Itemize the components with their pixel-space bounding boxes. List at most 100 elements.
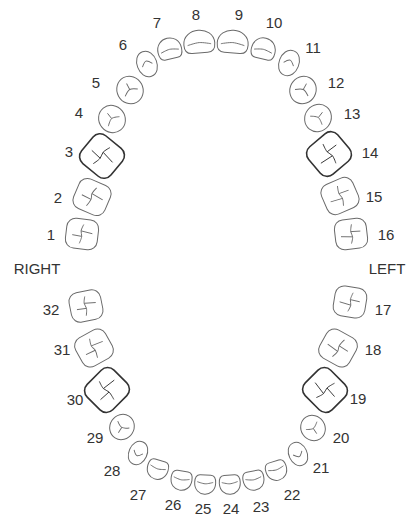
tooth-groove xyxy=(91,194,103,200)
tooth-groove xyxy=(348,292,353,311)
tooth-groove xyxy=(102,152,114,162)
tooth-outline xyxy=(81,364,133,416)
tooth-outline xyxy=(332,285,368,320)
tooth-outline xyxy=(217,29,250,54)
tooth xyxy=(299,364,351,416)
tooth-groove xyxy=(127,84,130,90)
tooth-groove xyxy=(316,381,334,399)
tooth xyxy=(332,285,368,320)
tooth-groove xyxy=(339,302,351,305)
tooth xyxy=(155,36,183,62)
tooth-groove xyxy=(303,84,306,90)
tooth-outline xyxy=(169,469,193,492)
tooth-number: 19 xyxy=(350,391,367,406)
tooth-groove xyxy=(141,59,152,67)
tooth-groove xyxy=(306,422,319,432)
tooth-outline xyxy=(275,47,303,78)
tooth xyxy=(64,217,99,251)
tooth-outline xyxy=(112,72,148,109)
tooth-outline xyxy=(183,29,216,54)
tooth xyxy=(133,48,161,79)
tooth-groove xyxy=(83,296,89,315)
side-label: LEFT xyxy=(369,261,406,276)
tooth xyxy=(285,439,312,468)
tooth-outline xyxy=(71,326,116,371)
tooth-groove xyxy=(331,197,343,203)
tooth-groove xyxy=(97,381,115,399)
tooth-number: 11 xyxy=(305,40,321,55)
tooth xyxy=(333,217,368,251)
tooth-groove xyxy=(313,428,316,433)
tooth-groove xyxy=(116,421,129,431)
tooth-groove xyxy=(118,427,121,432)
tooth-outline xyxy=(264,458,290,483)
tooth-outline xyxy=(296,411,330,446)
tooth xyxy=(81,364,133,416)
tooth-outline xyxy=(242,469,266,492)
tooth xyxy=(125,438,151,467)
tooth-groove xyxy=(335,186,345,206)
tooth-groove xyxy=(86,187,96,207)
tooth xyxy=(105,410,139,445)
tooth-groove xyxy=(339,190,349,195)
tooth xyxy=(275,47,303,78)
tooth-outline xyxy=(315,326,360,371)
tooth-number: 15 xyxy=(366,189,383,204)
tooth-groove xyxy=(86,350,95,356)
tooth xyxy=(219,474,241,495)
tooth-groove xyxy=(245,477,261,482)
tooth-groove xyxy=(327,344,338,351)
tooth xyxy=(70,176,114,219)
tooth-groove xyxy=(103,379,114,390)
tooth-number: 7 xyxy=(153,15,161,30)
tooth-outline xyxy=(333,217,368,251)
tooth-groove xyxy=(107,113,111,118)
tooth-groove xyxy=(106,114,120,126)
tooth-number: 6 xyxy=(119,37,127,52)
tooth-groove xyxy=(174,477,190,481)
tooth xyxy=(242,469,266,492)
tooth-number: 23 xyxy=(253,499,270,514)
tooth xyxy=(194,474,216,494)
tooth-groove xyxy=(79,224,84,243)
tooth-groove xyxy=(123,86,138,96)
tooth-groove xyxy=(150,465,166,471)
tooth-outline xyxy=(64,217,99,251)
tooth-number: 12 xyxy=(328,75,345,90)
tooth-number: 29 xyxy=(87,430,104,445)
tooth xyxy=(71,326,116,371)
tooth xyxy=(67,288,104,324)
tooth-number: 21 xyxy=(313,460,330,475)
tooth-groove xyxy=(91,150,100,158)
tooth-groove xyxy=(72,235,82,237)
tooth-groove xyxy=(187,42,211,46)
tooth-outline xyxy=(145,457,171,482)
tooth-groove xyxy=(310,113,324,125)
tooth-groove xyxy=(314,383,325,394)
tooth xyxy=(264,458,290,483)
tooth-number: 32 xyxy=(43,302,60,317)
tooth-outline xyxy=(194,474,216,494)
tooth-outline xyxy=(299,364,351,416)
tooth xyxy=(303,128,355,180)
tooth-outline xyxy=(93,100,131,138)
tooth-groove xyxy=(82,195,92,200)
tooth xyxy=(112,72,148,109)
tooth xyxy=(169,469,193,492)
tooth-number: 16 xyxy=(378,227,395,242)
tooth xyxy=(76,130,128,182)
tooth-outline xyxy=(76,130,128,182)
tooth-groove xyxy=(321,144,338,163)
tooth-groove xyxy=(268,466,284,473)
tooth-groove xyxy=(81,231,93,234)
tooth-groove xyxy=(197,482,213,485)
tooth xyxy=(285,71,321,108)
tooth-outline xyxy=(285,439,312,468)
tooth xyxy=(145,457,171,482)
tooth-number: 2 xyxy=(54,190,62,205)
tooth-outline xyxy=(303,128,355,180)
tooth-groove xyxy=(349,224,353,243)
tooth-groove xyxy=(318,112,322,117)
tooth-groove xyxy=(222,482,238,485)
